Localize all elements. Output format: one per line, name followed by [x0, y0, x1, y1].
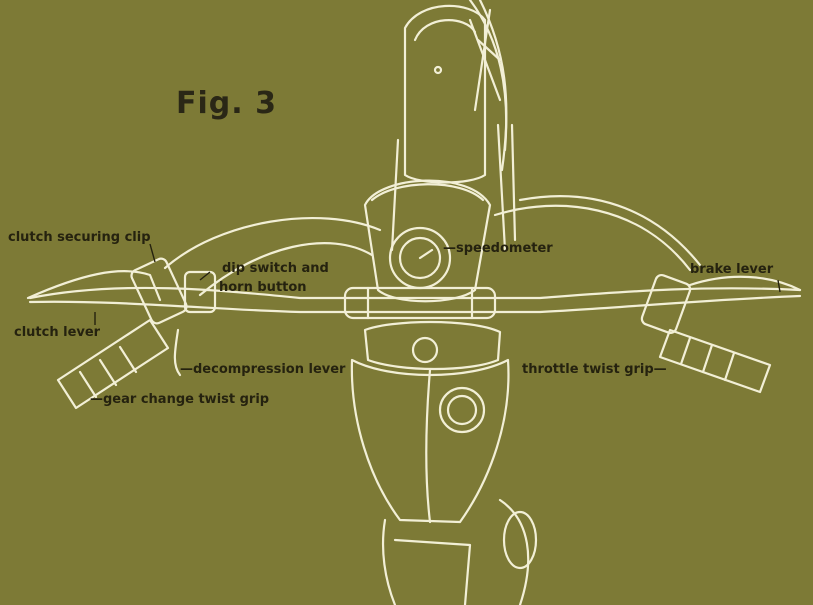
right-grip-rib-1 [681, 338, 690, 364]
label-dip-switch: dip switch and [222, 261, 329, 277]
steering-head [365, 322, 500, 369]
tank-centre-seam [426, 370, 430, 522]
mudguard [405, 6, 485, 183]
right-grip-rib-2 [703, 345, 712, 372]
leader-dip-switch [200, 272, 210, 280]
fuel-filler-cap-inner [448, 396, 476, 424]
mudguard-bolt [435, 67, 441, 73]
cable-right-1 [495, 206, 690, 270]
ignition-switch [413, 338, 437, 362]
leader-clutch-clip [150, 244, 155, 262]
left-grip-rib-2 [100, 360, 116, 385]
right-grip [660, 330, 770, 392]
speedometer-needle [420, 250, 432, 258]
label-speedometer: —speedometer [443, 241, 553, 257]
engine-left [383, 520, 395, 605]
fuel-filler-cap [440, 388, 484, 432]
figure-title: Fig. 3 [176, 86, 277, 121]
label-throttle-twist-grip: throttle twist grip— [522, 362, 667, 378]
handlebar-top [30, 288, 800, 298]
label-horn-button: horn button [219, 280, 307, 296]
right-grip-rib-3 [725, 353, 734, 380]
left-grip-rib-3 [120, 347, 136, 372]
label-brake-lever: brake lever [690, 262, 773, 278]
fork-left [392, 140, 398, 250]
label-gear-change-twist-grip: —gear change twist grip [90, 392, 269, 408]
wheel-spoke-2 [475, 10, 490, 110]
engine-lower [395, 540, 470, 605]
label-clutch-lever: clutch lever [14, 325, 100, 341]
label-clutch-securing-clip: clutch securing clip [8, 230, 151, 246]
label-decompression-lever: —decompression lever [180, 362, 345, 378]
left-control-housing [130, 257, 189, 326]
engine-right [500, 500, 528, 605]
mudguard-highlight [415, 20, 475, 40]
fork-right-2 [512, 125, 515, 240]
fuel-tank [352, 360, 509, 522]
